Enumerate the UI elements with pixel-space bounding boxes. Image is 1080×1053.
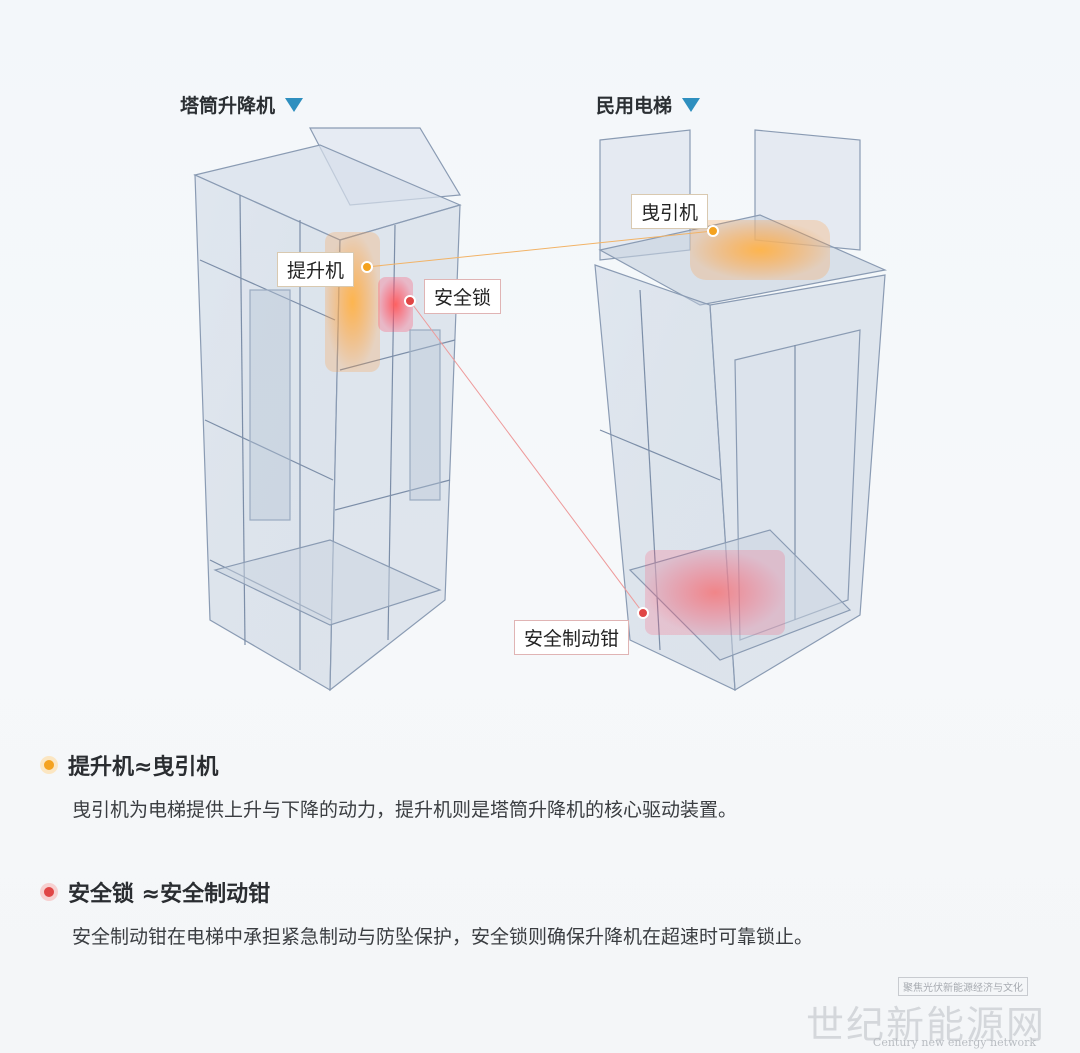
- callout-traction-machine: 曳引机: [631, 194, 709, 229]
- callout-safety-lock: 安全锁: [424, 279, 502, 314]
- traction-machine-highlight: [690, 220, 830, 280]
- legend-desc: 安全制动钳在电梯中承担紧急制动与防坠保护，安全锁则确保升降机在超速时可靠锁止。: [72, 926, 814, 948]
- watermark-tagline: 聚焦光伏新能源经济与文化: [898, 977, 1028, 996]
- legend-head: 提升机≈曳引机: [44, 749, 737, 781]
- watermark-english: Century new energy network: [872, 1036, 1036, 1049]
- legend-item-safety: 安全锁 ≈安全制动钳 安全制动钳在电梯中承担紧急制动与防坠保护，安全锁则确保升降…: [44, 876, 813, 949]
- safety-brake-pin: [637, 607, 649, 619]
- orange-dot-icon: [44, 760, 54, 770]
- legend-desc: 曳引机为电梯提供上升与下降的动力，提升机则是塔筒升降机的核心驱动装置。: [72, 799, 738, 821]
- legend-head: 安全锁 ≈安全制动钳: [44, 876, 813, 908]
- watermark-logo-text: 世纪新能源网: [805, 1003, 1046, 1047]
- hoist-pin: [361, 261, 373, 273]
- safety-brake-highlight: [645, 550, 785, 635]
- diagram-canvas: [193, 127, 888, 692]
- red-dot-icon: [44, 887, 54, 897]
- safety-lock-highlight: [378, 277, 413, 332]
- callout-safety-brake: 安全制动钳: [514, 620, 630, 655]
- legend-title: 安全锁 ≈安全制动钳: [68, 882, 271, 907]
- elevator-header: 民用电梯: [596, 91, 701, 118]
- triangle-down-icon: [682, 97, 701, 112]
- safety-lock-pin: [404, 295, 416, 307]
- triangle-down-icon: [285, 97, 304, 112]
- legend-title: 提升机≈曳引机: [68, 755, 219, 780]
- tower-lift-header: 塔筒升降机: [180, 91, 304, 118]
- connector-hoist-traction: [366, 230, 714, 268]
- elevator-header-text: 民用电梯: [596, 95, 673, 117]
- callout-hoist: 提升机: [277, 252, 355, 287]
- traction-machine-pin: [707, 225, 719, 237]
- connector-lock-brake: [409, 300, 644, 614]
- tower-lift-header-text: 塔筒升降机: [180, 95, 276, 117]
- tower-lift-illustration: [193, 127, 462, 692]
- legend-item-hoist: 提升机≈曳引机 曳引机为电梯提供上升与下降的动力，提升机则是塔筒升降机的核心驱动…: [44, 749, 737, 822]
